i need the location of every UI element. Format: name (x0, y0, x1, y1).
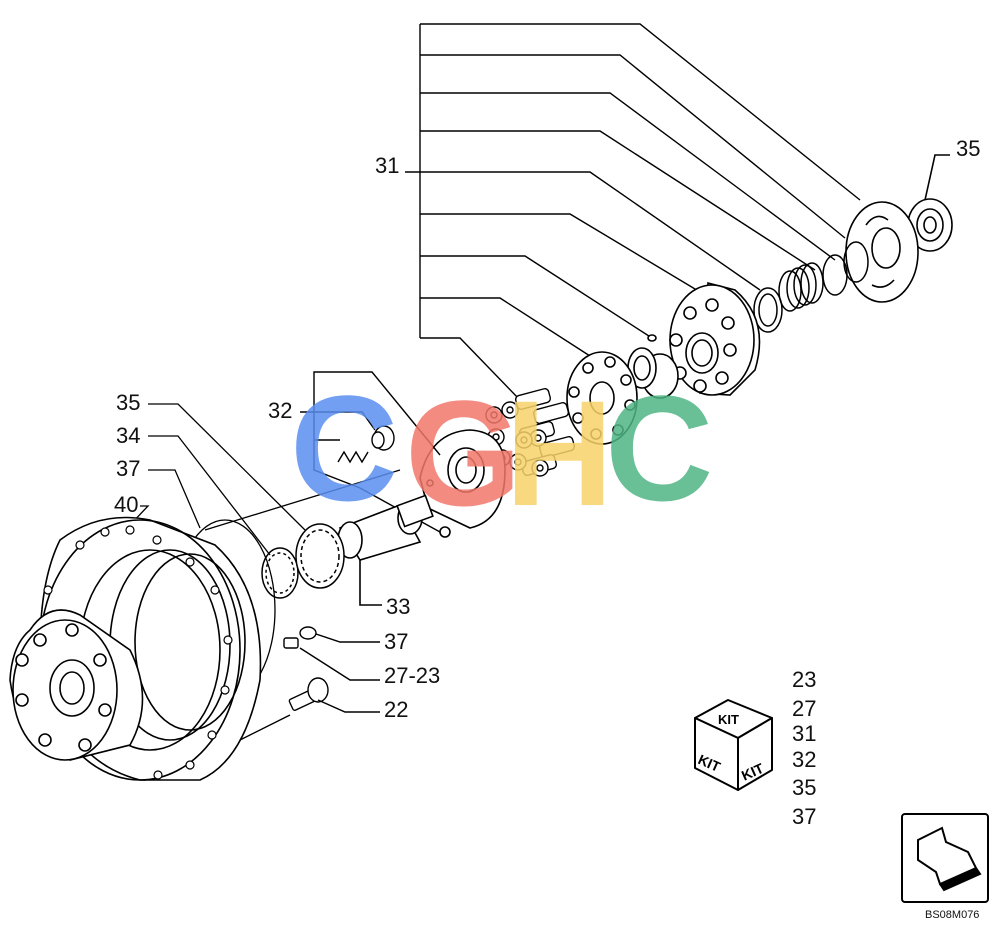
kit-cube-icon: KIT KIT KIT (694, 699, 773, 791)
callout-40: 40 (114, 492, 139, 517)
callout-32: 32 (268, 398, 293, 423)
hub-flange-holes (43, 525, 233, 780)
watermark-letter-h: H (505, 369, 613, 537)
watermark-letter-c1: C (290, 364, 398, 532)
kit-part-31: 31 (792, 721, 817, 746)
drawing-code: BS08M076 (925, 909, 980, 921)
callout-35-left: 35 (116, 390, 141, 415)
retainer-plate (566, 351, 638, 445)
callout-22: 22 (384, 697, 409, 722)
bearing-35-left (295, 523, 345, 589)
drive-shaft-33 (337, 494, 434, 606)
callout-34: 34 (116, 423, 141, 448)
cylinder-block (647, 281, 761, 396)
bearing-34 (261, 547, 299, 599)
leader-lines-left (129, 403, 401, 556)
watermark-letter-g: G (405, 369, 522, 537)
kit-part-23: 23 (792, 667, 817, 692)
leader-bracket-31 (405, 23, 861, 401)
watermark-logo: C G H C (290, 364, 713, 537)
watermark-letter-c2: C (605, 364, 713, 532)
swash-plate (419, 429, 506, 538)
plug-27-23 (283, 626, 380, 681)
valve-plate (845, 201, 919, 303)
kit-part-32: 32 (792, 747, 817, 772)
rings-spring (753, 241, 869, 333)
next-page-arrow-icon[interactable] (901, 813, 989, 903)
spring-pin-32 (337, 425, 395, 464)
callout-33: 33 (386, 594, 411, 619)
callout-27-23: 27-23 (384, 663, 441, 688)
bearing-35-right (907, 154, 953, 252)
callout-37-top: 37 (116, 456, 141, 481)
bolt-22 (239, 677, 380, 741)
callout-35-right: 35 (956, 136, 981, 161)
kit-part-37: 37 (792, 804, 817, 829)
kit-part-27: 27 (792, 696, 817, 721)
kit-part-35: 35 (792, 775, 817, 800)
kit-label-top: KIT (718, 712, 739, 727)
callout-37-bottom: 37 (384, 629, 409, 654)
callout-31: 31 (375, 153, 400, 178)
hub-face (9, 609, 144, 761)
